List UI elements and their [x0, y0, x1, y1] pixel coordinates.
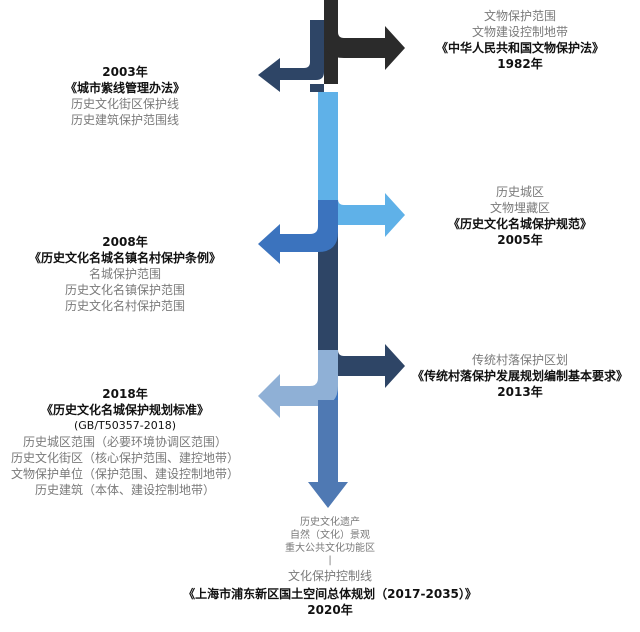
year: 2005年: [497, 233, 543, 247]
trunk-segment-2003: [310, 84, 324, 92]
entry-2013: 传统村落保护区划 《传统村落保护发展规划编制基本要求》 2013年: [400, 352, 640, 400]
law-title: 《城市紫线管理办法》: [64, 81, 185, 95]
year: 2013年: [497, 385, 543, 399]
item: 历史文化街区保护线: [70, 97, 179, 111]
law-title: 《历史文化名城名镇名村保护条例》: [28, 251, 221, 265]
item: 历史建筑（本体、建设控制地带）: [34, 483, 215, 497]
law-title: 《历史文化名城保护规划标准》: [40, 403, 209, 417]
law-title: 《上海市浦东新区国土空间总体规划（2017-2035）》: [183, 587, 477, 601]
item: 历史文化名村保护范围: [64, 299, 185, 313]
law-title: 《中华人民共和国文物保护法》: [435, 41, 604, 55]
item: 历史文化街区（核心保护范围、建控地带）: [10, 451, 239, 465]
entry-2018: 2018年 《历史文化名城保护规划标准》 (GB/T50357-2018) 历史…: [0, 386, 250, 498]
law-title: 《传统村落保护发展规划编制基本要求》: [411, 369, 628, 383]
entry-2003: 2003年 《城市紫线管理办法》 历史文化街区保护线 历史建筑保护范围线: [0, 64, 250, 128]
arrow-2013: [318, 330, 405, 388]
item: 名城保护范围: [88, 267, 161, 281]
entry-1982: 文物保护范围 文物建设控制地带 《中华人民共和国文物保护法》 1982年: [400, 8, 640, 72]
item: 文物建设控制地带: [471, 25, 568, 39]
entry-2005: 历史城区 文物埋藏区 《历史文化名城保护规范》 2005年: [400, 184, 640, 248]
entry-2008: 2008年 《历史文化名城名镇名村保护条例》 名城保护范围 历史文化名镇保护范围…: [0, 234, 250, 314]
item: 传统村落保护区划: [471, 353, 568, 367]
year: 2003年: [102, 65, 148, 79]
arrow-1982: [324, 0, 405, 70]
year: 2008年: [102, 235, 148, 249]
item: 自然（文化）景观: [290, 530, 370, 541]
item: 历史建筑保护范围线: [70, 113, 179, 127]
item: 历史文化遗产: [300, 517, 360, 528]
standard-code: (GB/T50357-2018): [73, 419, 177, 432]
entry-2020: 历史文化遗产 自然（文化）景观 重大公共文化功能区 | 文化保护控制线 《上海市…: [160, 516, 500, 618]
arrow-2008: [258, 200, 338, 264]
item: 历史文化名镇保护范围: [64, 283, 185, 297]
arrow-2020: [308, 400, 348, 508]
arrow-2003: [258, 20, 324, 92]
item: 文物保护单位（保护范围、建设控制地带）: [10, 467, 239, 481]
item: 文物保护范围: [483, 9, 556, 23]
item: 历史城区范围（必要环境协调区范围）: [22, 435, 227, 449]
year: 2018年: [102, 387, 148, 401]
item: 文化保护控制线: [287, 569, 372, 583]
item: 历史城区: [495, 185, 544, 199]
item: 文物埋藏区: [489, 201, 550, 215]
law-title: 《历史文化名城保护规范》: [447, 217, 592, 231]
year: 1982年: [497, 57, 543, 71]
year: 2020年: [307, 603, 353, 617]
item: 重大公共文化功能区: [285, 543, 375, 554]
item-divider: |: [328, 555, 332, 566]
